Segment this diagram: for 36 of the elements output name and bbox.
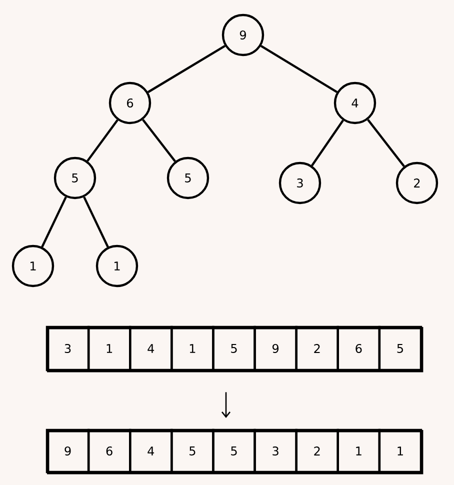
tree-edge (142, 119, 176, 162)
tree-node: 1 (12, 244, 54, 288)
tree-edge (41, 196, 67, 248)
array-cell: 4 (129, 326, 173, 372)
array-cell: 5 (212, 428, 256, 474)
tree-edge (83, 196, 109, 248)
tree-edge (148, 44, 226, 94)
array-cell: 4 (129, 428, 173, 474)
tree-edge (86, 119, 118, 162)
array-cell: 3 (46, 326, 90, 372)
array-cell: 9 (254, 326, 298, 372)
arrow (221, 392, 230, 418)
array-cell: 2 (295, 326, 339, 372)
tree-node: 2 (396, 162, 438, 204)
tree-edge (311, 120, 344, 166)
array-cell: 9 (46, 428, 90, 474)
array-cell: 3 (254, 428, 298, 474)
tree-node: 9 (222, 14, 264, 56)
array-cell: 1 (170, 326, 214, 372)
array-cell: 6 (87, 428, 132, 474)
array-cell: 5 (170, 428, 214, 474)
array-cell: 1 (378, 428, 422, 474)
array-cell: 1 (87, 326, 132, 372)
tree-node: 4 (334, 82, 376, 124)
array-cell: 1 (336, 428, 381, 474)
tree-node: 5 (166, 156, 210, 200)
tree-node: 5 (54, 156, 96, 200)
tree-node: 1 (96, 244, 138, 288)
tree-node: 3 (278, 162, 322, 204)
array-cell: 5 (378, 326, 422, 372)
array-cell: 2 (295, 428, 339, 474)
tree-edge (367, 119, 405, 167)
array-cell: 5 (212, 326, 256, 372)
tree-node: 6 (108, 82, 152, 124)
array-cell: 6 (336, 326, 381, 372)
tree-edge (260, 45, 338, 93)
